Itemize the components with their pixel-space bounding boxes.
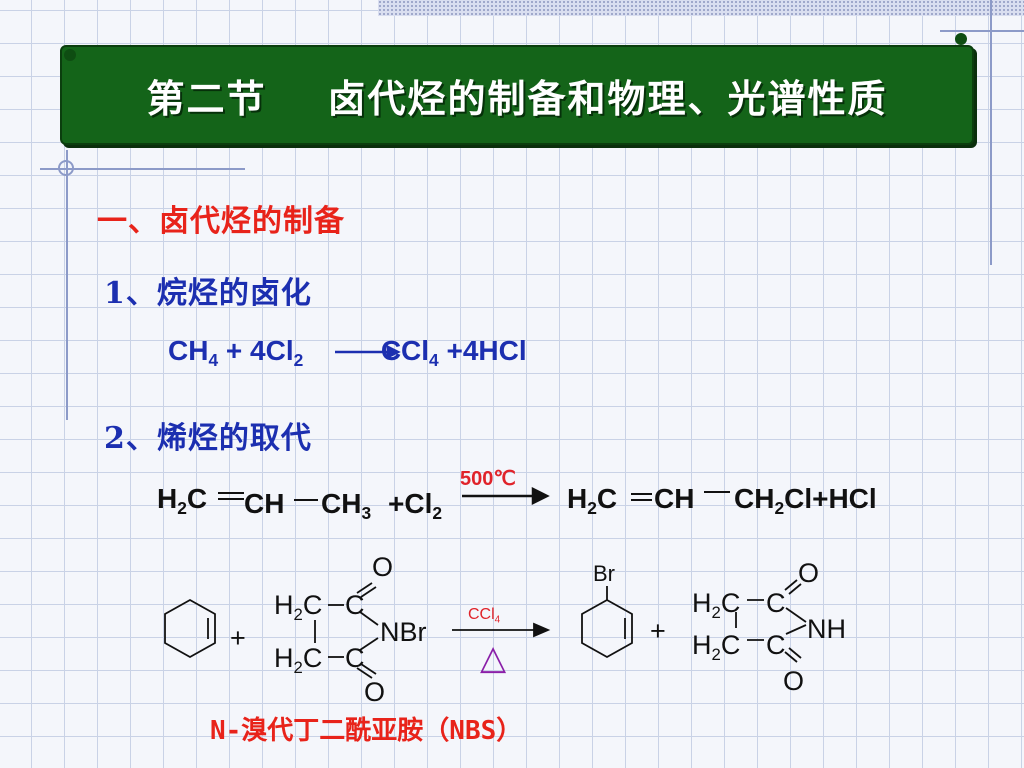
eq3-product-br: Br <box>593 561 615 586</box>
eq3-nbs-c-bottom: C <box>345 643 365 673</box>
equation-methane-chlorination: CH4 + 4Cl2 CCl4 +4HCl <box>168 335 527 371</box>
section-heading: 一、卤代烃的制备 <box>97 204 345 239</box>
decor-vertical-line <box>66 150 68 420</box>
title-banner-corner-tr <box>955 33 967 45</box>
eq3-nbs-o-top: O <box>372 552 394 582</box>
eq3-plus-2: + <box>650 616 666 646</box>
slide-title: 第二节 卤代烃的制备和物理、光谱性质 <box>146 75 888 121</box>
eq3-succ-c-bottom: C <box>766 630 786 660</box>
eq3-nbs-o-bottom: O <box>364 677 386 707</box>
eq3-condition-solvent: CCl4 <box>468 606 501 626</box>
eq3-nbs-c-top: C <box>345 590 365 620</box>
eq2-reactant-h2c: H2C <box>157 483 208 519</box>
eq3-nbs-h2c-bottom: H2C <box>274 643 323 677</box>
eq3-succ-c-top: C <box>766 588 786 618</box>
eq3-succ-o-top: O <box>798 558 820 588</box>
eq2-reactant-cl2: +Cl2 <box>388 488 443 524</box>
decor-vertical-line-right <box>990 0 992 265</box>
eq3-nbs-nbr: NBr <box>380 617 427 647</box>
eq2-product-ch2cl: CH2Cl+HCl <box>734 483 877 519</box>
subheading-alkene-substitution: 2、烯烃的取代 <box>104 421 312 456</box>
eq2-product-ch: CH <box>654 483 695 514</box>
decor-ring-left <box>58 160 74 176</box>
eq3-succ-h2c-top: H2C <box>692 588 741 622</box>
eq3-succ-nh: NH <box>807 614 846 644</box>
title-banner-corner-tl <box>64 49 76 61</box>
heat-triangle-icon: △ <box>480 638 507 678</box>
title-banner: 第二节 卤代烃的制备和物理、光谱性质 <box>60 45 974 145</box>
eq2-product-h2c: H2C <box>567 483 618 519</box>
eq2-condition-temperature: 500℃ <box>460 468 516 490</box>
subheading-alkane-halogenation: 1、烷烃的卤化 <box>104 276 312 311</box>
decor-horizontal-line <box>40 168 245 170</box>
eq3-succ-h2c-bottom: H2C <box>692 630 741 664</box>
top-decoration-strip <box>378 0 1024 16</box>
decor-horizontal-line-right <box>940 30 1024 32</box>
eq3-plus-1: + <box>230 623 246 653</box>
eq3-succ-o-bottom: O <box>783 666 805 696</box>
eq3-nbs-h2c-top: H2C <box>274 590 323 624</box>
eq2-reactant-ch: CH <box>244 488 285 519</box>
nbs-caption: N-溴代丁二酰亚胺（NBS） <box>210 716 523 746</box>
eq2-reactant-ch3: CH3 <box>321 488 372 524</box>
